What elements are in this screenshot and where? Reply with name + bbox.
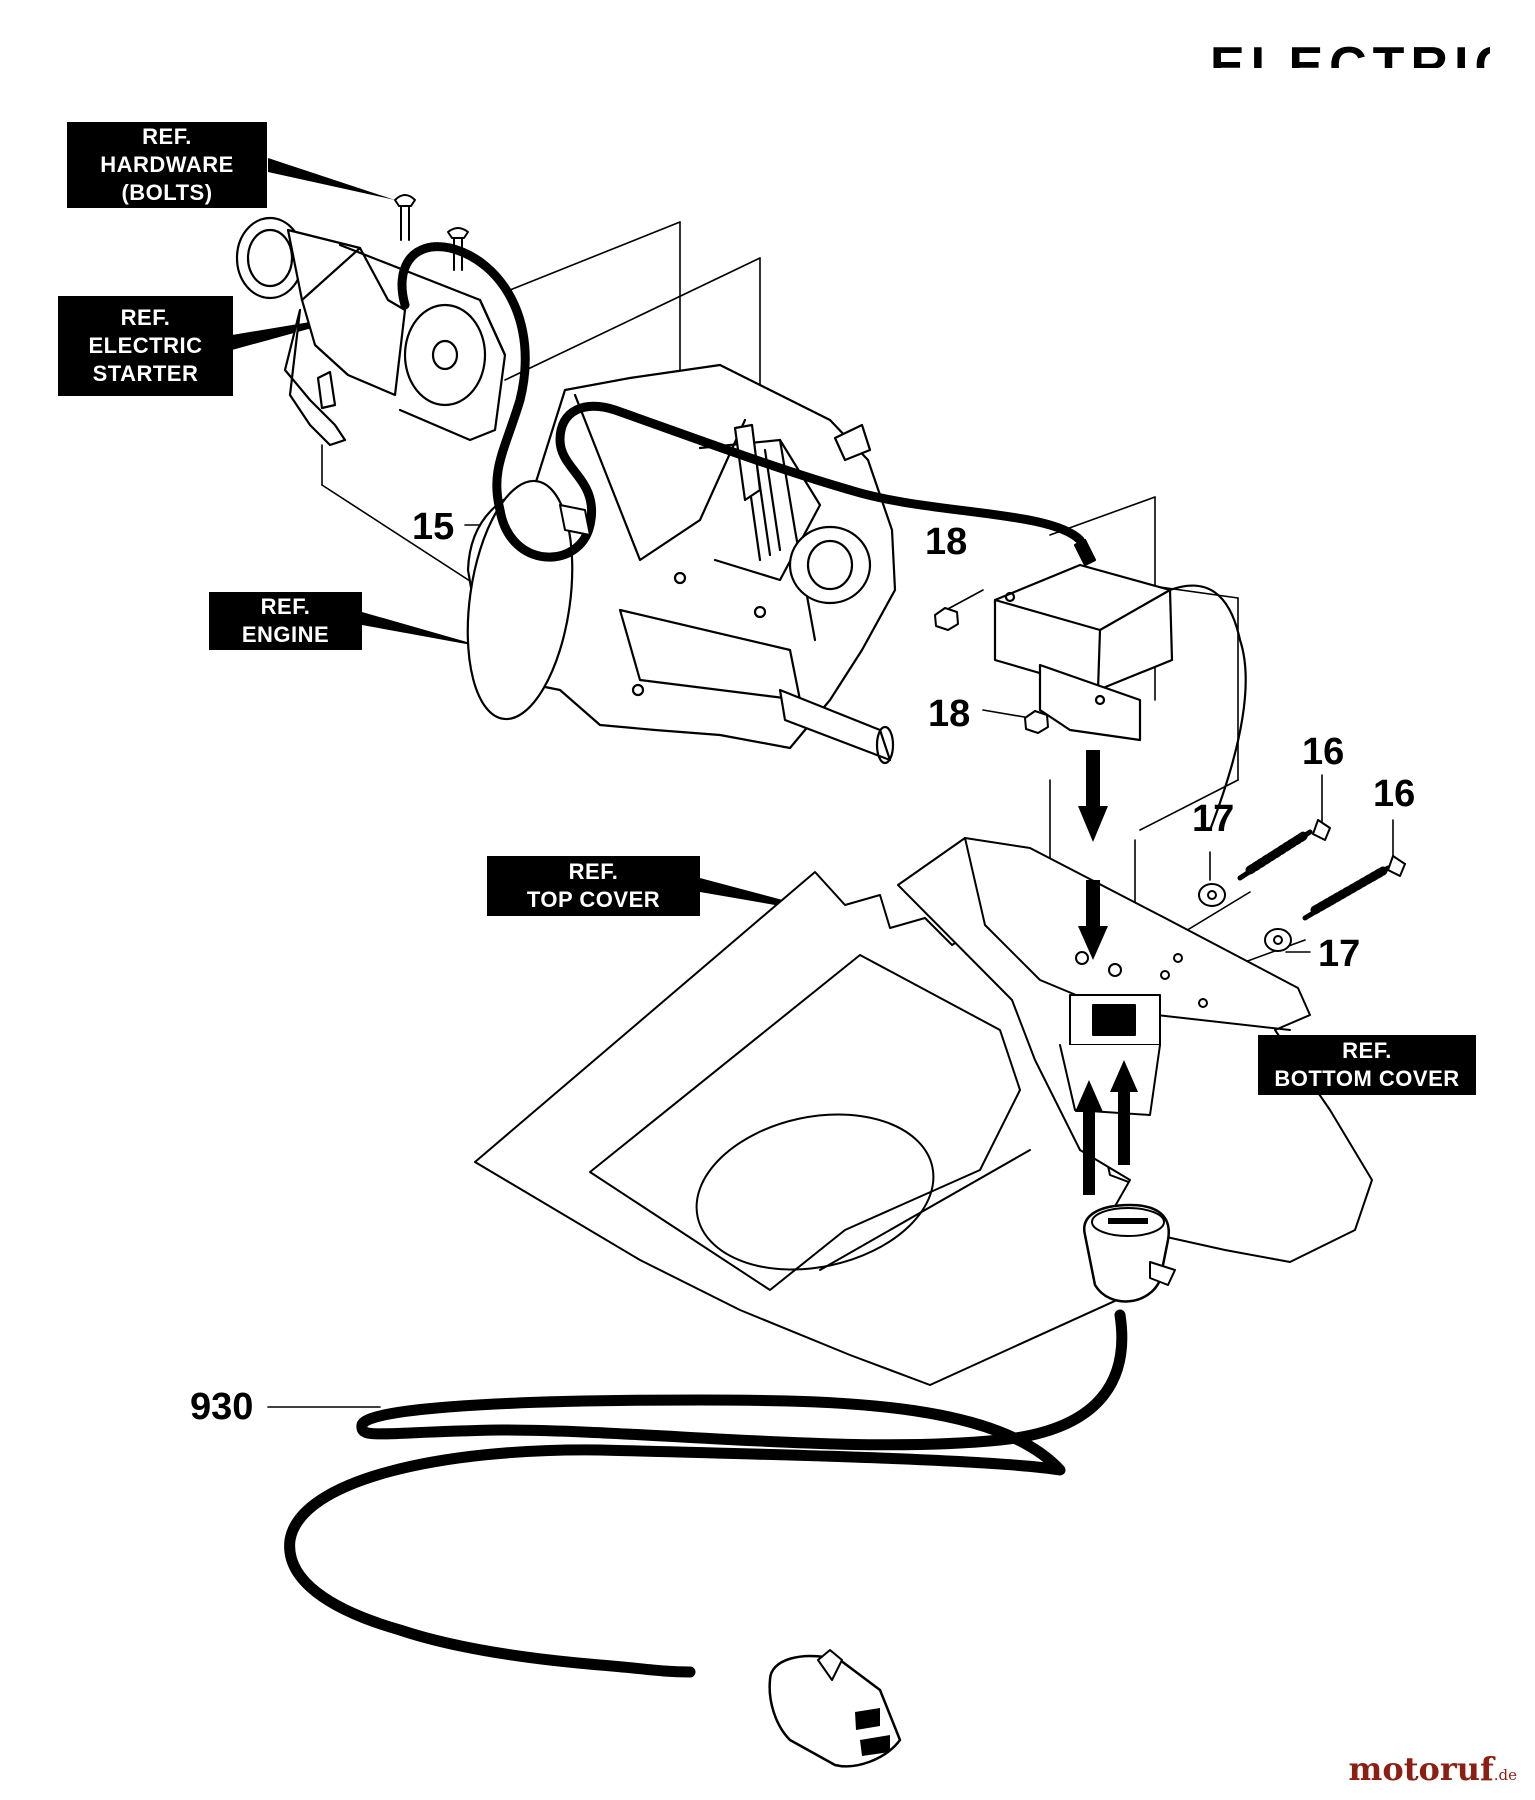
nuts (934, 607, 1049, 734)
power-cord (284, 1203, 1176, 1768)
part-number-17-lower: 17 (1318, 933, 1361, 975)
watermark-logo: motoruf.de (1349, 1750, 1517, 1788)
ref-starter-line3: STARTER (92, 361, 199, 386)
part-number-17-upper: 17 (1192, 798, 1235, 840)
assembly-arrows (1075, 750, 1138, 1195)
ref-engine-line2: ENGINE (241, 622, 330, 647)
watermark-text: motoruf (1348, 1750, 1494, 1788)
ref-hardware-line2: HARDWARE (100, 152, 234, 177)
page-title: ELECTRIC S (1210, 28, 1490, 68)
ref-hardware-line3: (BOLTS) (121, 180, 213, 205)
ref-engine-label: REF. ENGINE (209, 592, 362, 650)
electric-starter (235, 216, 507, 447)
ref-bottom-cover-label: REF. BOTTOM COVER (1258, 1035, 1476, 1095)
top-cover (474, 871, 1151, 1386)
ref-top-cover-line2: TOP COVER (526, 887, 661, 912)
part-number-18-lower: 18 (928, 693, 971, 735)
part-number-16-right: 16 (1373, 773, 1416, 815)
ref-hardware-label: REF. HARDWARE (BOLTS) (67, 122, 267, 208)
ref-starter-line1: REF. (120, 305, 171, 330)
cable-clip (559, 504, 591, 536)
ref-engine-line1: REF. (260, 594, 311, 619)
screws-washers (1198, 819, 1406, 952)
part-number-15: 15 (412, 506, 455, 548)
bottom-cover (897, 837, 1373, 1263)
ref-bottom-cover-line2: BOTTOM COVER (1274, 1066, 1460, 1091)
ref-hardware-line1: REF. (142, 124, 192, 149)
ref-bottom-cover-line1: REF. (1342, 1038, 1392, 1063)
starter-cable (397, 242, 1085, 562)
hardware-bolts (394, 194, 469, 271)
part-number-18-upper: 18 (925, 521, 968, 563)
watermark-suffix: .de (1493, 1766, 1517, 1784)
ref-starter-line2: ELECTRIC (88, 333, 203, 358)
part-number-16-left: 16 (1302, 731, 1345, 773)
part-number-930: 930 (190, 1386, 254, 1428)
ref-electric-starter-label: REF. ELECTRIC STARTER (58, 296, 233, 396)
ref-top-cover-line1: REF. (568, 859, 619, 884)
engine (466, 363, 897, 765)
page-title-text: ELECTRIC S (1210, 37, 1490, 68)
ref-top-cover-label: REF. TOP COVER (487, 856, 700, 916)
ignition-module (993, 538, 1247, 832)
